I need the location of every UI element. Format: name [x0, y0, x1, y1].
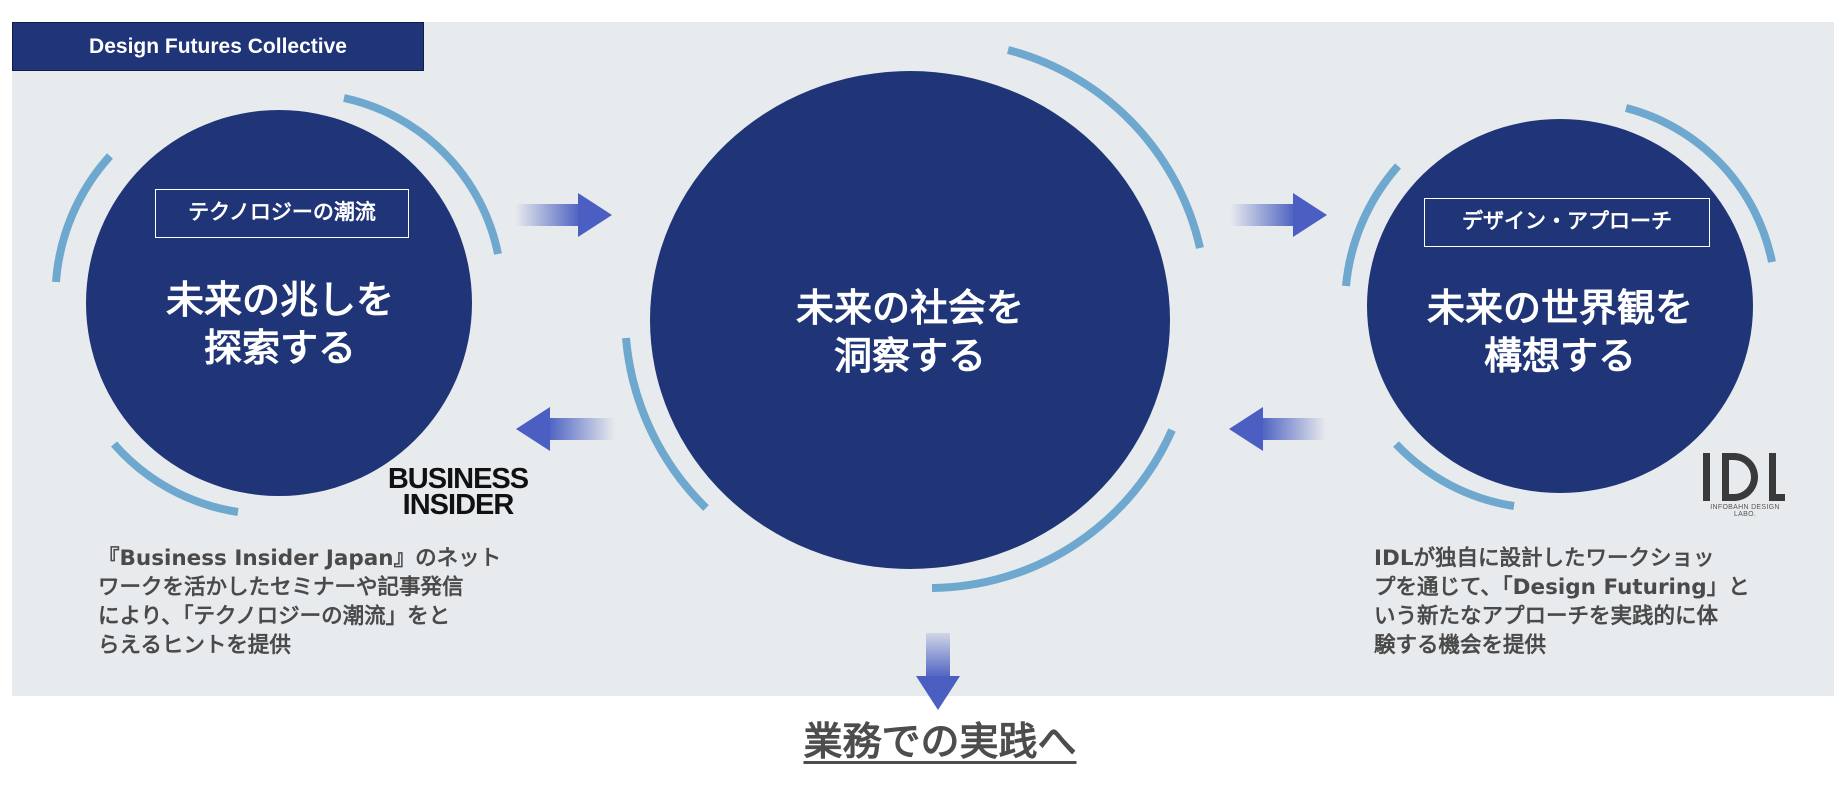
arrow-left-to-center — [515, 193, 612, 237]
center-circle-title: 未来の社会を 洞察する — [740, 284, 1080, 380]
idl-logo-subtitle: INFOBAHN DESIGN LABO. — [1710, 504, 1780, 518]
left-description-line: 『Business Insider Japan』のネット — [98, 546, 502, 571]
center-circle-title-line1: 未来の社会を — [795, 286, 1024, 330]
center-circle — [650, 71, 1170, 569]
right-description: IDLが独自に設計したワークショッ プを通じて、「Design Futuring… — [1374, 544, 1824, 660]
right-arc-left — [1342, 163, 1401, 287]
bi-logo-line1: BUSINESS — [387, 463, 529, 495]
right-arc-top — [1624, 104, 1776, 263]
business-insider-logo: BUSINESS INSIDER — [384, 463, 532, 521]
bi-logo-line2: INSIDER — [402, 489, 515, 521]
right-description-line: いう新たなアプローチを実践的に体 — [1374, 604, 1719, 629]
idl-logo-mark — [1703, 453, 1785, 501]
center-arc-top — [1006, 46, 1204, 249]
arrow-center-to-right — [1230, 193, 1327, 237]
left-description: 『Business Insider Japan』のネット ワークを活かしたセミナ… — [98, 544, 538, 660]
right-circle-label: デザイン・アプローチ — [1424, 198, 1710, 247]
left-circle-label: テクノロジーの潮流 — [155, 189, 409, 238]
left-circle-title-line2: 探索する — [203, 326, 356, 370]
footer-title: 業務での実践へ — [803, 720, 1077, 765]
right-circle-title: 未来の世界観を 構想する — [1385, 284, 1735, 380]
left-description-line: ワークを活かしたセミナーや記事発信 — [98, 575, 464, 600]
center-arc-left — [622, 337, 709, 511]
left-description-line: らえるヒントを提供 — [98, 633, 291, 658]
left-circle — [86, 110, 472, 496]
arrow-down — [916, 633, 960, 710]
right-description-line: IDLが独自に設計したワークショッ — [1374, 546, 1715, 571]
left-circle-title: 未来の兆しを 探索する — [120, 276, 440, 372]
right-circle — [1367, 119, 1753, 493]
left-arc-left — [52, 153, 113, 283]
center-arc-bottom — [931, 428, 1176, 592]
idl-logo: INFOBAHN DESIGN LABO. — [1700, 504, 1790, 518]
right-description-line: プを通じて、「Design Futuring」と — [1374, 575, 1750, 600]
center-circle-title-line2: 洞察する — [833, 334, 986, 378]
arrow-center-to-left — [516, 407, 615, 451]
right-description-line: 験する機会を提供 — [1374, 633, 1547, 658]
left-arc-top — [343, 94, 502, 255]
arrow-right-to-center — [1229, 407, 1326, 451]
header-tag: Design Futures Collective — [12, 22, 424, 71]
right-arc-bottom — [1393, 441, 1515, 510]
right-circle-title-line1: 未来の世界観を — [1426, 286, 1693, 330]
left-arc-bottom — [110, 441, 239, 516]
right-circle-title-line2: 構想する — [1483, 334, 1636, 378]
left-description-line: により、「テクノロジーの潮流」をと — [98, 604, 451, 629]
left-circle-title-line1: 未来の兆しを — [165, 278, 394, 322]
